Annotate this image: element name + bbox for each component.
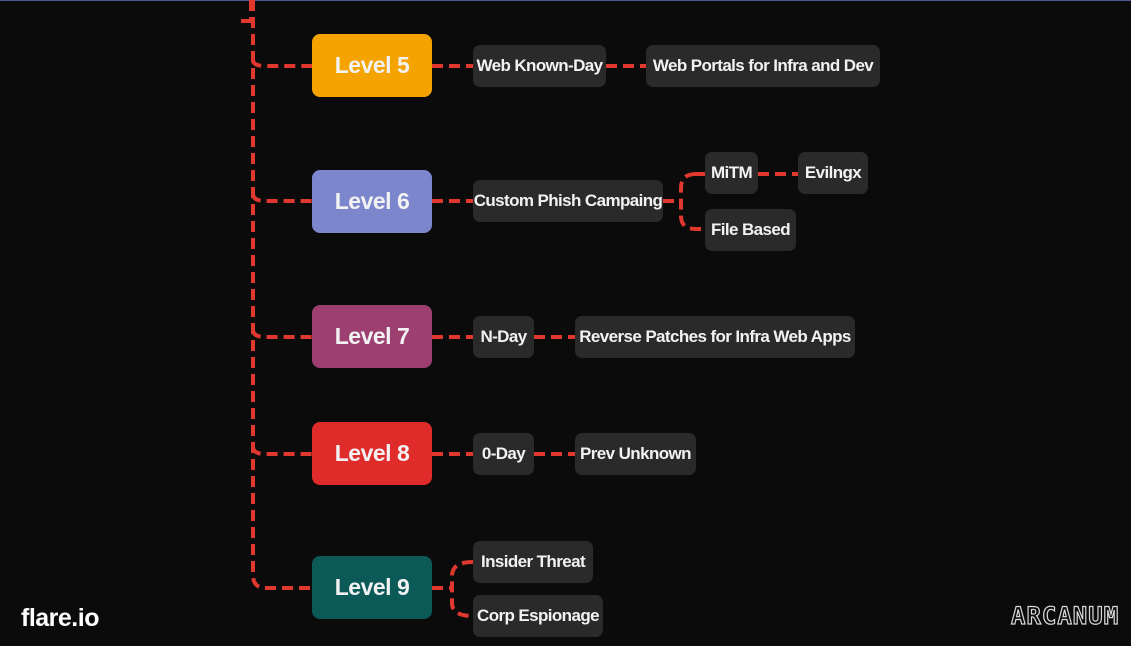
- link-l9-split: [432, 560, 474, 618]
- file-based-node: File Based: [705, 209, 796, 251]
- zero-day-node: 0-Day: [473, 433, 534, 475]
- level-5-node: Level 5: [312, 34, 432, 97]
- branch-level-6: [251, 193, 312, 203]
- custom-phish-node: Custom Phish Campaing: [473, 180, 663, 222]
- level-9-node: Level 9: [312, 556, 432, 619]
- web-portals-node: Web Portals for Infra and Dev: [646, 45, 880, 87]
- mitm-node: MiTM: [705, 152, 758, 194]
- level-6-node: Level 6: [312, 170, 432, 233]
- evilngx-node: Evilngx: [798, 152, 868, 194]
- link-l6-split: [663, 172, 705, 231]
- n-day-node: N-Day: [473, 316, 534, 358]
- level-7-node: Level 7: [312, 305, 432, 368]
- flare-io-logo: flare.io: [21, 604, 99, 632]
- reverse-patches-node: Reverse Patches for Infra Web Apps: [575, 316, 855, 358]
- web-known-day-node: Web Known-Day: [473, 45, 606, 87]
- branch-level-7: [251, 329, 312, 339]
- top-border-line: [0, 0, 1131, 1]
- prev-unknown-node: Prev Unknown: [575, 433, 696, 475]
- branch-level-8: [251, 446, 312, 456]
- level-8-node: Level 8: [312, 422, 432, 485]
- trunk-line: [249, 0, 312, 590]
- corp-espionage-node: Corp Espionage: [473, 595, 603, 637]
- arcanum-logo: ARCANUM: [1010, 601, 1120, 630]
- branch-level-5: [251, 59, 312, 68]
- insider-threat-node: Insider Threat: [473, 541, 593, 583]
